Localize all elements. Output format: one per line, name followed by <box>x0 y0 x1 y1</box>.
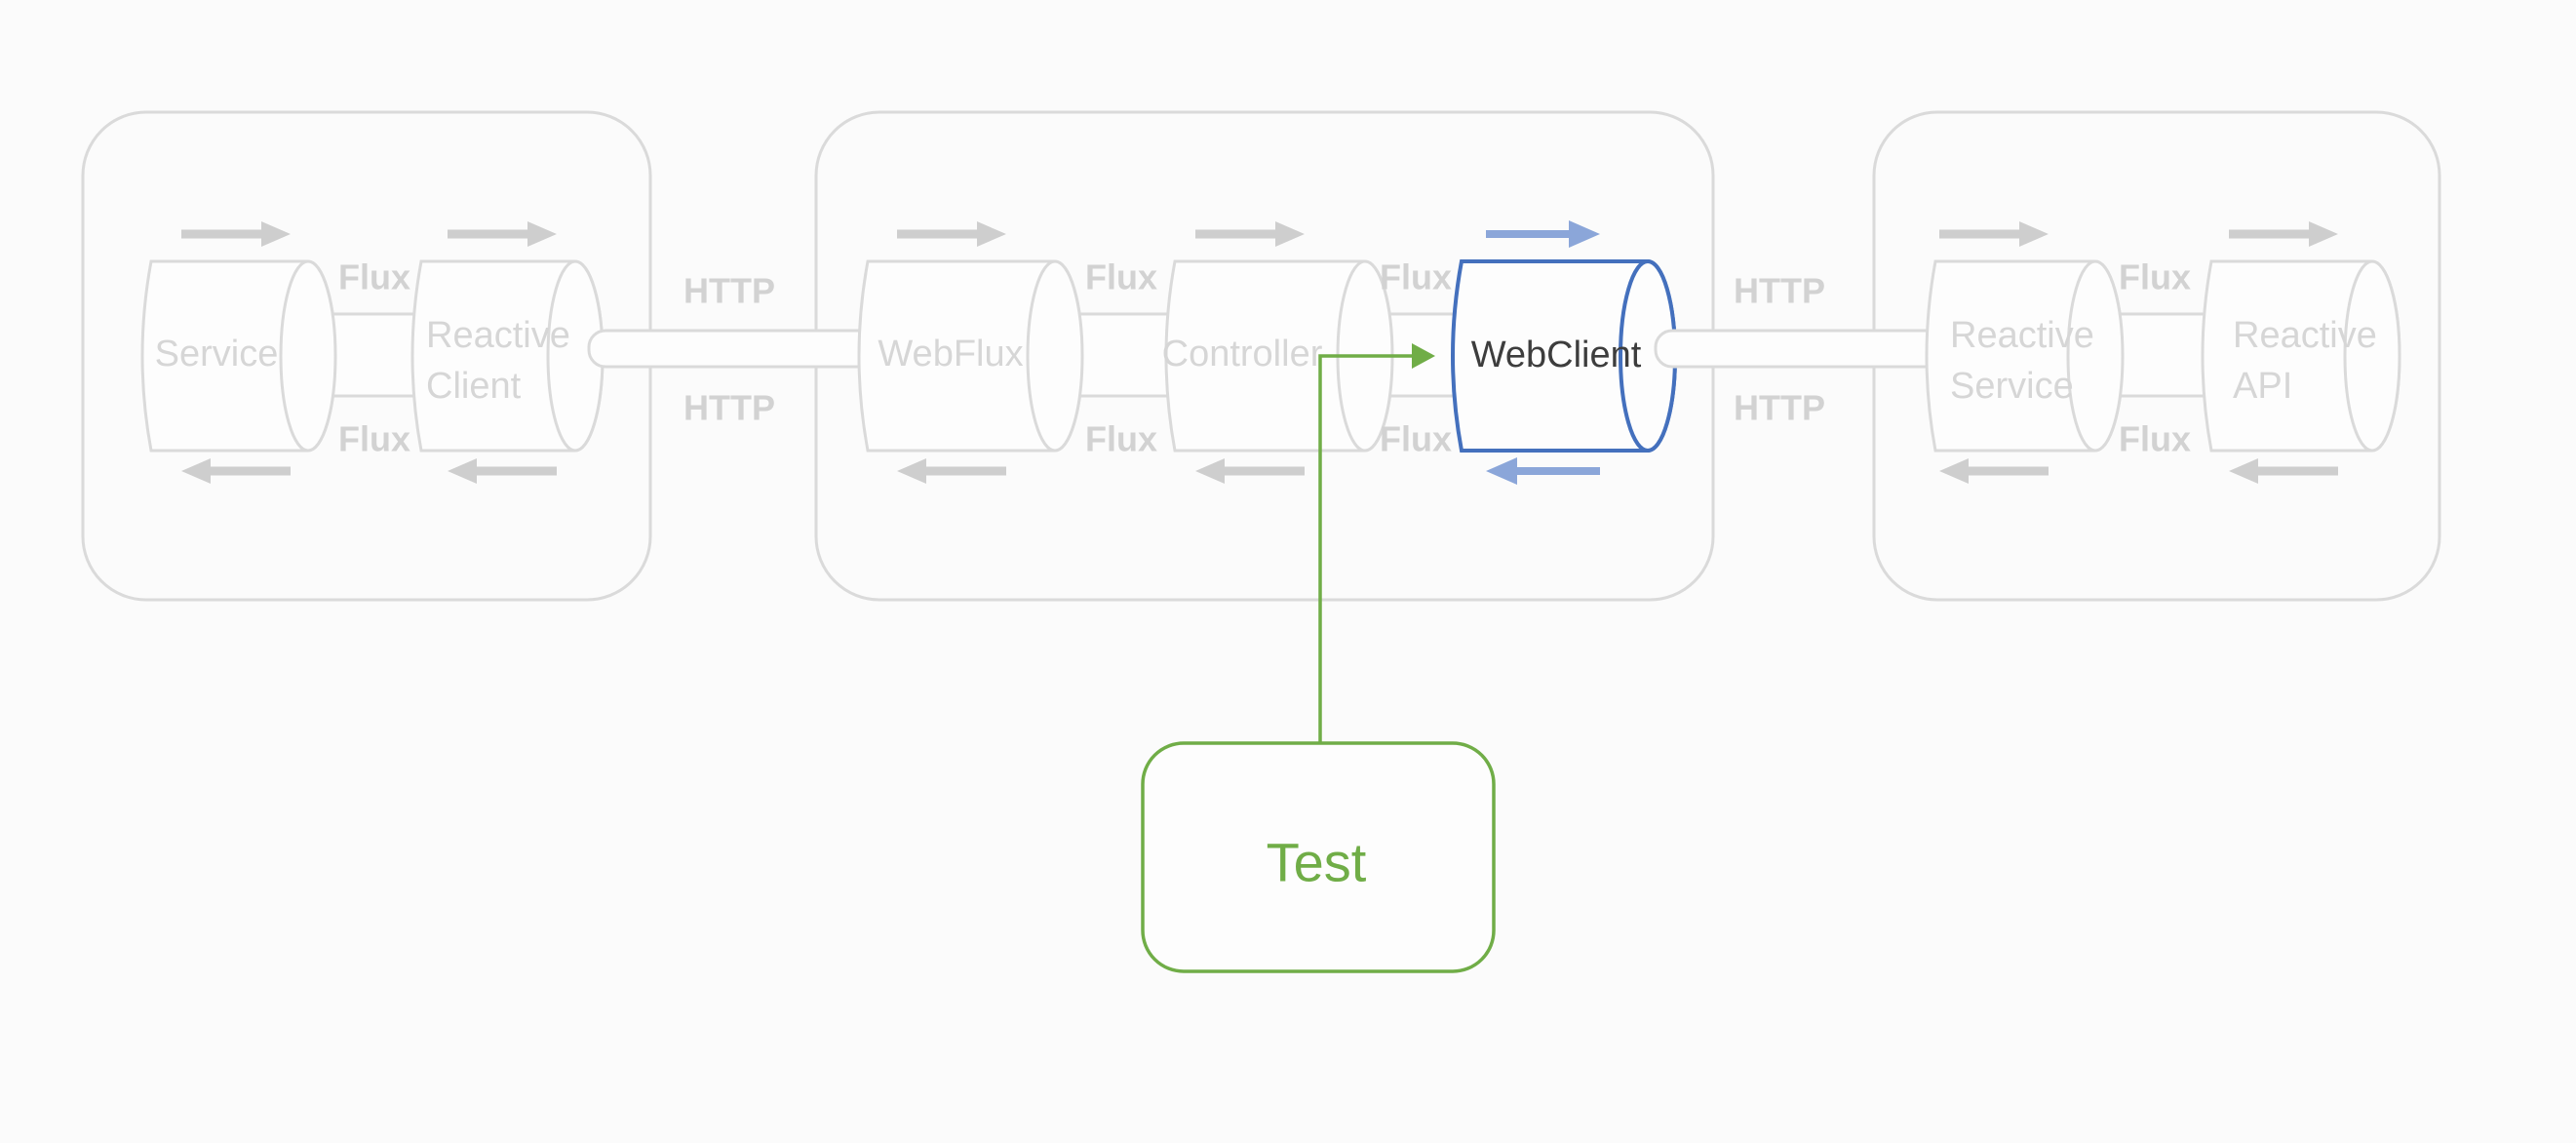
flux-label: Flux <box>1380 257 1452 297</box>
flux-label: Flux <box>2119 257 2191 297</box>
webclient-request-arrow <box>1486 220 1600 248</box>
test-box <box>1141 741 1496 973</box>
service-label: Service <box>155 334 279 374</box>
service-cylinder-face <box>279 259 337 453</box>
webclient-label: WebClient <box>1471 335 1642 375</box>
reactive-api-label-line2: API <box>2233 366 2292 407</box>
webclient-response-arrow <box>1486 457 1600 485</box>
test-label: Test <box>1267 832 1367 893</box>
flow-arrow-right <box>2229 221 2338 247</box>
flow-arrow-right <box>181 221 291 247</box>
http-pipe-client-to-server <box>587 329 884 369</box>
flow-arrow-left <box>1939 458 2049 484</box>
flux-label: Flux <box>338 419 410 459</box>
flux-label: Flux <box>1085 257 1157 297</box>
flux-label: Flux <box>1085 419 1157 459</box>
flow-arrow-right <box>1939 221 2049 247</box>
http-pipe-server-to-remote <box>1654 329 1952 369</box>
flow-arrow-right <box>1195 221 1305 247</box>
reactive-service-cylinder-face <box>2066 259 2125 453</box>
reactive-client-label-line1: Reactive <box>426 315 570 356</box>
http-label: HTTP <box>1734 388 1825 428</box>
http-label: HTTP <box>1734 271 1825 311</box>
test-to-webclient-arrow-line <box>1318 354 1414 743</box>
reactive-api-cylinder-face <box>2343 259 2401 453</box>
flow-arrow-right <box>448 221 557 247</box>
controller-label: Controller <box>1162 334 1323 374</box>
flux-label: Flux <box>2119 419 2191 459</box>
flow-arrow-left <box>448 458 557 484</box>
webflux-cylinder-face <box>1026 259 1084 453</box>
reactive-service-label-line1: Reactive <box>1950 315 2094 356</box>
webflux-label: WebFlux <box>878 334 1023 374</box>
test-to-webclient-arrowhead <box>1412 343 1435 369</box>
flow-arrow-left <box>181 458 291 484</box>
flow-arrow-right <box>897 221 1006 247</box>
flux-label: Flux <box>338 257 410 297</box>
http-label: HTTP <box>683 388 775 428</box>
http-label: HTTP <box>683 271 775 311</box>
flow-arrow-left <box>897 458 1006 484</box>
reactive-api-label-line1: Reactive <box>2233 315 2377 356</box>
flow-arrow-left <box>2229 458 2338 484</box>
reactive-client-label-line2: Client <box>426 366 522 407</box>
flow-arrow-left <box>1195 458 1305 484</box>
reactive-service-label-line2: Service <box>1950 366 2074 407</box>
flux-label: Flux <box>1380 419 1452 459</box>
